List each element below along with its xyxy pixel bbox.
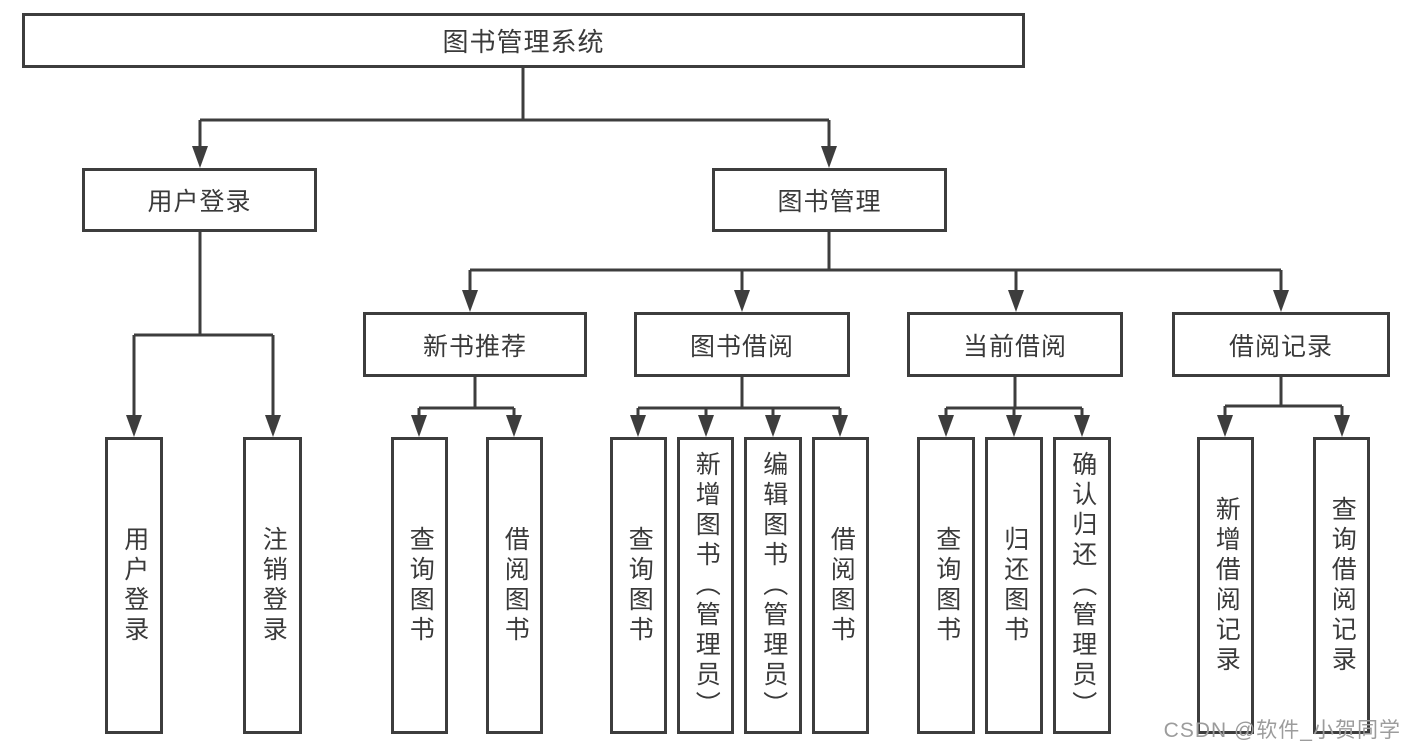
leaf-user-login-label: 用户登录	[120, 525, 149, 646]
leaf-edit-book-admin-label: 编辑图书（管理员）	[759, 450, 788, 721]
leaf-query-books-current-label: 查询图书	[932, 525, 961, 646]
leaf-return-books: 归还图书	[985, 437, 1043, 734]
leaf-logout-label: 注销登录	[259, 525, 288, 646]
leaf-add-book-admin-label: 新增图书（管理员）	[692, 450, 721, 721]
leaf-query-books-current: 查询图书	[917, 437, 975, 734]
node-borrow-records-label: 借阅记录	[1228, 332, 1333, 361]
node-borrow-records: 借阅记录	[1172, 312, 1390, 377]
leaf-borrow-books: 借阅图书	[812, 437, 869, 734]
node-user-login: 用户登录	[82, 168, 317, 232]
node-book-management: 图书管理	[712, 168, 947, 232]
leaf-return-books-label: 归还图书	[1000, 525, 1029, 646]
leaf-query-borrow-record-label: 查询借阅记录	[1328, 495, 1357, 676]
node-root: 图书管理系统	[22, 13, 1025, 68]
leaf-add-borrow-record: 新增借阅记录	[1197, 437, 1254, 734]
leaf-query-books-recommend: 查询图书	[391, 437, 448, 734]
node-book-borrow-label: 图书借阅	[689, 332, 794, 361]
leaf-query-borrow-record: 查询借阅记录	[1313, 437, 1370, 734]
node-new-book-recommend-label: 新书推荐	[422, 332, 527, 361]
arrowheads	[126, 146, 1350, 437]
leaf-user-login: 用户登录	[105, 437, 163, 734]
node-root-label: 图书管理系统	[442, 27, 605, 57]
csdn-watermark: CSDN @软件_小贺同学	[1163, 719, 1401, 742]
leaf-edit-book-admin: 编辑图书（管理员）	[744, 437, 802, 734]
leaf-confirm-return-admin-label: 确认归还（管理员）	[1068, 450, 1097, 721]
node-user-login-label: 用户登录	[147, 188, 252, 216]
node-current-borrow: 当前借阅	[907, 312, 1123, 377]
leaf-borrow-books-recommend-label: 借阅图书	[501, 525, 530, 646]
leaf-add-book-admin: 新增图书（管理员）	[677, 437, 734, 734]
leaf-logout: 注销登录	[243, 437, 302, 734]
leaf-borrow-books-recommend: 借阅图书	[486, 437, 543, 734]
node-new-book-recommend: 新书推荐	[363, 312, 587, 377]
leaf-confirm-return-admin: 确认归还（管理员）	[1053, 437, 1111, 734]
leaf-borrow-books-label: 借阅图书	[827, 525, 856, 646]
leaf-query-books-borrow-label: 查询图书	[625, 525, 654, 646]
node-book-management-label: 图书管理	[777, 188, 882, 216]
node-current-borrow-label: 当前借阅	[962, 332, 1067, 361]
node-book-borrow: 图书借阅	[634, 312, 850, 377]
leaf-query-books-recommend-label: 查询图书	[406, 525, 435, 646]
leaf-add-borrow-record-label: 新增借阅记录	[1212, 495, 1241, 676]
leaf-query-books-borrow: 查询图书	[610, 437, 667, 734]
